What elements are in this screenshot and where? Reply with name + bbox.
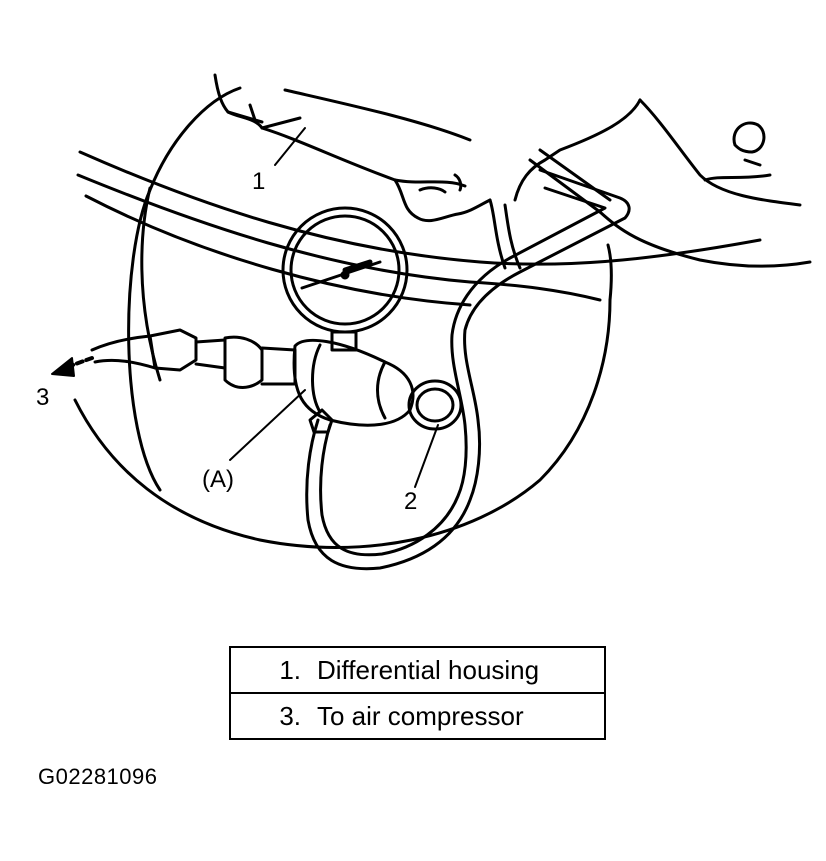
legend-number: 3. — [279, 700, 301, 731]
legend-number: 1. — [279, 654, 301, 685]
leader-lines — [229, 127, 439, 488]
differential-housing — [76, 73, 812, 307]
special-tool-a — [148, 328, 463, 434]
wheel-outline — [73, 86, 613, 549]
diagram-illustration — [51, 73, 812, 571]
figure-code: G02281096 — [38, 764, 158, 789]
pressure-gauge-icon — [281, 206, 409, 352]
legend-row: 1. Differential housing — [229, 646, 606, 694]
callout-2: 2 — [404, 488, 418, 515]
breather-hose — [305, 168, 631, 571]
legend-cell: 3. To air compressor — [229, 692, 606, 740]
legend-text: Differential housing — [317, 654, 540, 685]
compressor-hose — [90, 334, 157, 370]
callout-1: 1 — [252, 168, 266, 195]
callout-3: 3 — [36, 384, 50, 411]
arrow-left-icon — [51, 356, 94, 377]
legend-table: 1. Differential housing 3. To air compress… — [229, 646, 606, 740]
legend-cell: 1. Differential housing — [229, 646, 606, 694]
legend-row: 3. To air compressor — [229, 692, 606, 740]
legend-text: To air compressor — [317, 700, 524, 731]
callout-a: (A) — [202, 466, 234, 493]
